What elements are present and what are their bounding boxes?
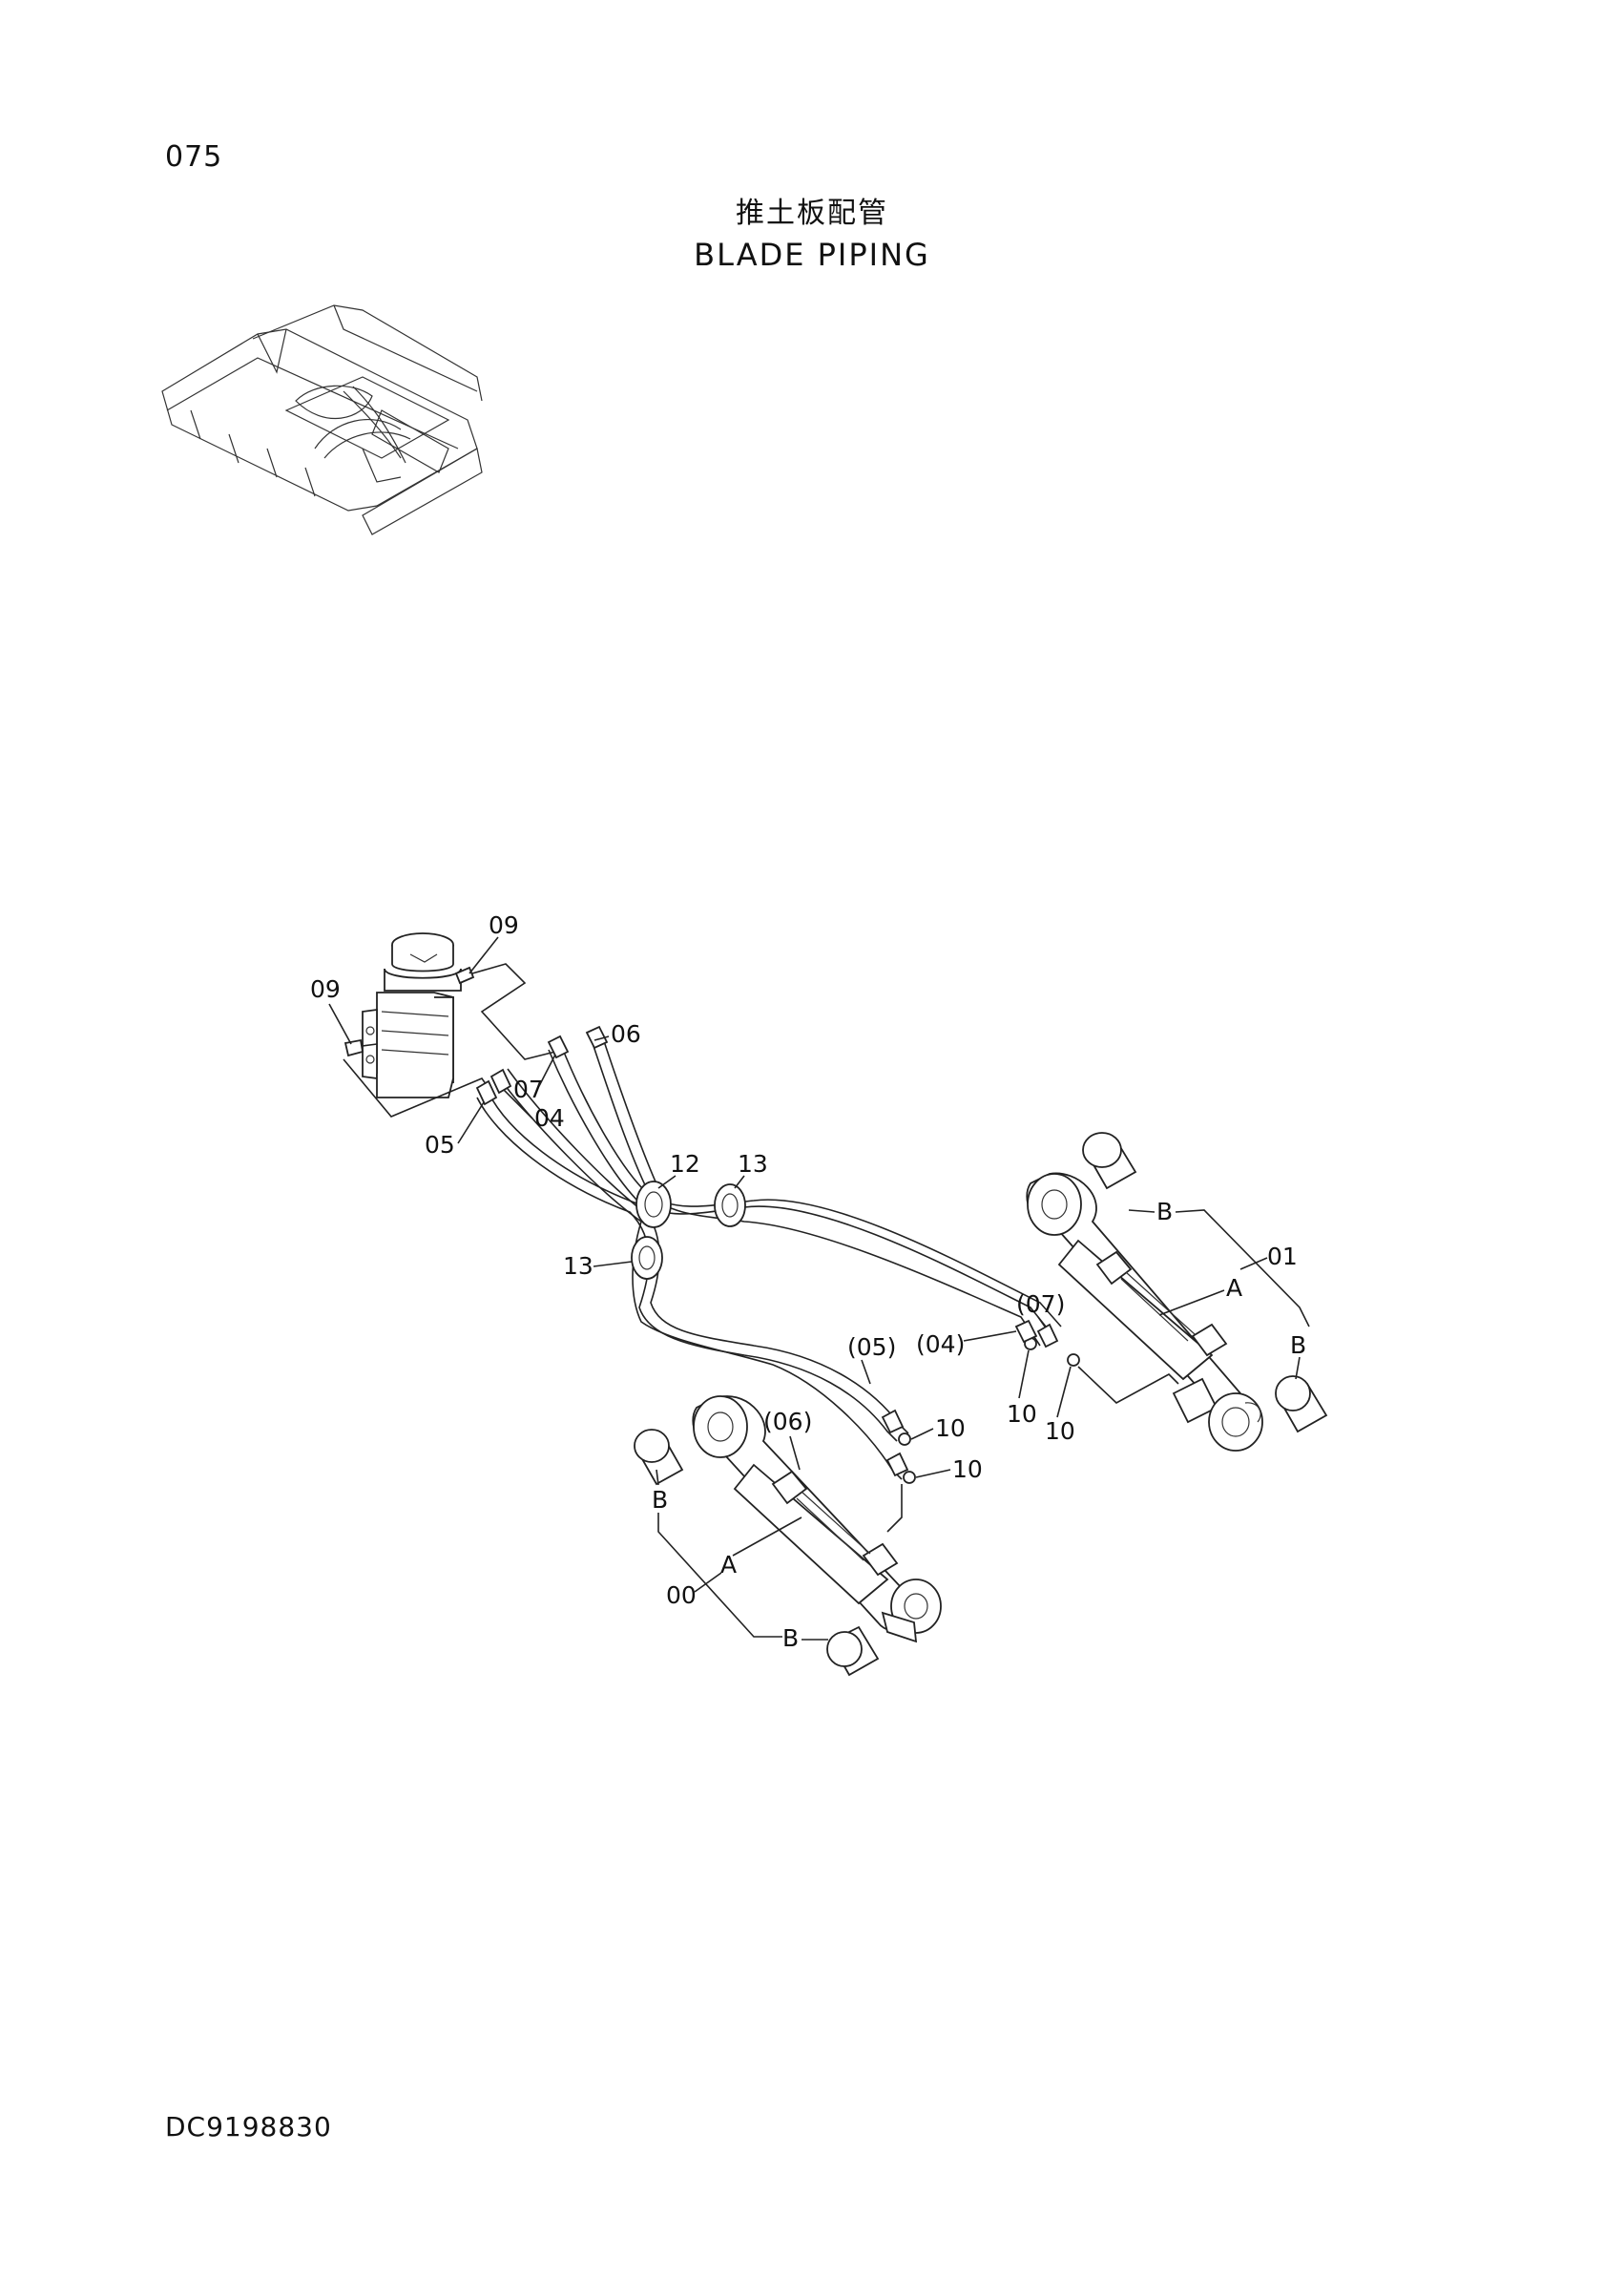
document-code: DC9198830 [165, 2111, 332, 2143]
callout-01: 01 [1267, 1243, 1298, 1270]
callout-05: 05 [425, 1131, 455, 1159]
fitting-09-left [344, 1038, 378, 1057]
clamp-13-upper [714, 1183, 746, 1227]
callout-06: 06 [611, 1020, 641, 1048]
hose-end-06-cyl [885, 1452, 909, 1477]
hose-end-04-cyl [1014, 1319, 1038, 1344]
leader-10-left [886, 1484, 903, 1533]
blade-cylinder-left [634, 1395, 942, 1677]
callout-10-b: 10 [1045, 1417, 1075, 1445]
machine-location-thumbnail [161, 304, 483, 535]
callout-b-left-top: B [652, 1486, 668, 1514]
blade-cylinder-right [1026, 1132, 1328, 1452]
callout-13-lower: 13 [563, 1252, 593, 1280]
callout-09-lower: 09 [310, 975, 341, 1003]
callout-05-ref: (05) [847, 1333, 896, 1361]
callout-07-ref: (07) [1016, 1290, 1065, 1318]
hose-end-07 [547, 1035, 570, 1059]
hose-end-05 [475, 1079, 498, 1106]
hose-end-07-cyl [1036, 1323, 1059, 1349]
page-title-english: BLADE PIPING [694, 237, 930, 273]
callout-06-ref: (06) [763, 1408, 812, 1435]
callout-10-d: 10 [952, 1455, 983, 1483]
fitting-10b [1067, 1353, 1080, 1367]
center-joint [362, 932, 462, 1098]
clamp-12 [635, 1181, 672, 1228]
callout-b-right-bottom: B [1290, 1331, 1306, 1359]
callout-09-upper: 09 [489, 911, 519, 939]
callout-04-ref: (04) [916, 1330, 965, 1358]
callout-b-right-top: B [1156, 1198, 1173, 1225]
fitting-10c [898, 1432, 911, 1446]
callout-a-right: A [1226, 1274, 1242, 1302]
hose-end-04 [489, 1068, 512, 1095]
page-title-chinese: 推土板配管 [736, 197, 888, 230]
callout-07: 07 [513, 1076, 544, 1103]
page-number: 075 [165, 140, 223, 174]
callout-a-left: A [720, 1551, 737, 1579]
callout-b-left-bottom: B [782, 1624, 799, 1652]
callout-04: 04 [534, 1104, 565, 1132]
callout-12: 12 [670, 1150, 700, 1178]
callout-00: 00 [666, 1581, 697, 1609]
fitting-09-right [454, 966, 475, 985]
callout-10-a: 10 [1007, 1400, 1037, 1428]
leader-bracket-right [471, 963, 564, 1060]
callout-10-c: 10 [935, 1414, 966, 1442]
callout-13-upper: 13 [738, 1150, 768, 1178]
hose-end-06 [585, 1025, 609, 1050]
hose-end-05-cyl [881, 1409, 905, 1434]
clamp-13-lower [631, 1236, 663, 1280]
fitting-10d [903, 1471, 916, 1484]
leader-10-right [1077, 1366, 1179, 1404]
